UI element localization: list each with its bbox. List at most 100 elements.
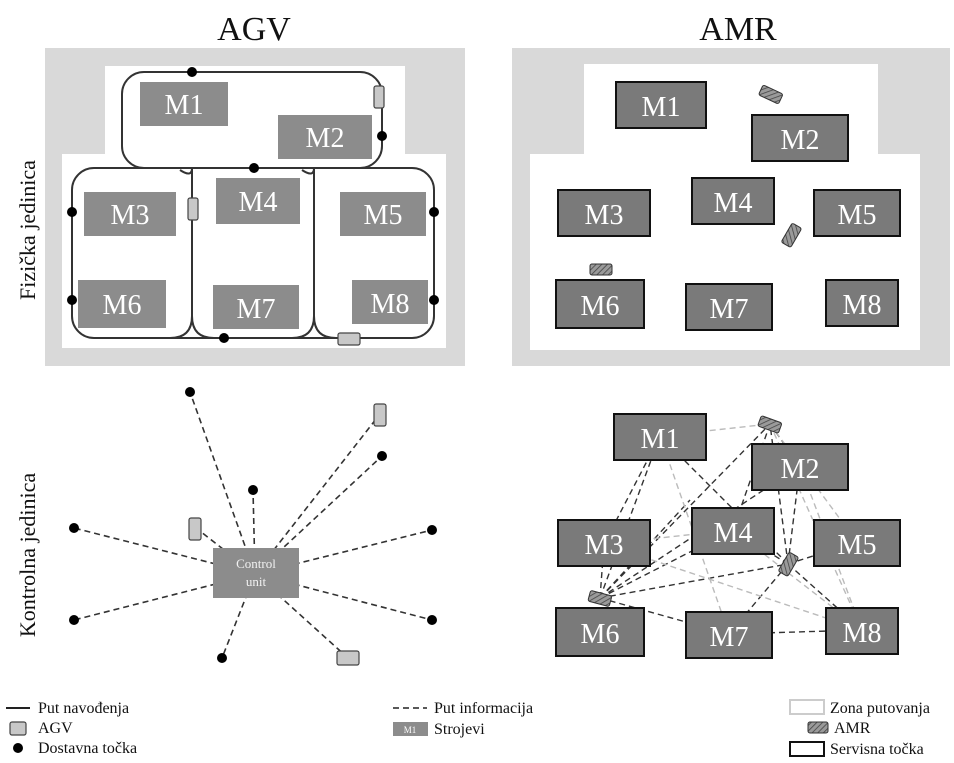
legend-machines: M1 Strojevi — [393, 721, 485, 738]
svg-text:M1: M1 — [642, 92, 681, 123]
svg-text:M7: M7 — [237, 294, 276, 325]
agv-vehicle — [373, 403, 387, 427]
amr-machine-m2: M2 — [751, 443, 849, 491]
amr-machine-m2: M2 — [751, 114, 849, 162]
agv-info-paths — [73, 391, 433, 659]
agv-machine-m1: M1 — [140, 82, 228, 126]
agv-title: AGV — [217, 11, 291, 48]
delivery-point — [217, 653, 227, 663]
svg-text:M5: M5 — [838, 530, 877, 561]
amr-robot — [781, 223, 802, 248]
delivery-point — [67, 295, 77, 305]
amr-machine-m6: M6 — [555, 607, 645, 657]
svg-text:Put informacija: Put informacija — [434, 700, 533, 717]
physical-unit-label: Fizička jedinica — [15, 160, 40, 300]
delivery-point — [248, 485, 258, 495]
agv-physical-panel: M1 M2 M3 M4 M5 M6 M7 M8 — [45, 48, 465, 366]
svg-text:M8: M8 — [371, 289, 410, 320]
agv-guide-path — [71, 71, 435, 339]
svg-text:M8: M8 — [843, 618, 882, 649]
amr-machine-m3: M3 — [557, 189, 651, 237]
agv-vehicle — [337, 332, 361, 346]
agv-machine-m8: M8 — [352, 280, 428, 324]
amr-machine-m7: M7 — [685, 283, 773, 331]
amr-robot — [758, 84, 783, 104]
delivery-point — [69, 523, 79, 533]
amr-robot — [778, 552, 799, 577]
amr-machine-m7: M7 — [685, 611, 773, 659]
svg-text:M1: M1 — [404, 725, 417, 735]
svg-text:M3: M3 — [585, 200, 624, 231]
svg-text:Control: Control — [236, 556, 276, 571]
legend: Put navođenja AGV Dostavna točka Put inf… — [6, 699, 930, 758]
svg-text:AGV: AGV — [38, 720, 73, 737]
agv-vehicle — [188, 517, 202, 541]
svg-text:M4: M4 — [714, 518, 753, 549]
amr-machine-m1: M1 — [613, 413, 707, 461]
svg-text:Dostavna točka: Dostavna točka — [38, 740, 137, 757]
svg-text:M7: M7 — [710, 622, 749, 653]
agv-machine-m4: M4 — [216, 178, 300, 224]
delivery-point — [249, 163, 259, 173]
amr-machine-m5: M5 — [813, 189, 901, 237]
amr-machine-m4: M4 — [691, 177, 775, 225]
amr-title: AMR — [699, 11, 777, 48]
svg-text:M4: M4 — [239, 187, 278, 218]
svg-text:M6: M6 — [581, 291, 620, 322]
legend-delivery-point: Dostavna točka — [13, 740, 137, 757]
svg-text:M3: M3 — [111, 200, 150, 231]
legend-guide-path: Put navođenja — [6, 700, 129, 717]
svg-text:Strojevi: Strojevi — [434, 721, 485, 738]
agv-machine-m5: M5 — [340, 192, 426, 236]
agv-machine-m3: M3 — [84, 192, 176, 236]
svg-text:M5: M5 — [838, 200, 877, 231]
amr-machine-m8: M8 — [825, 279, 899, 327]
agv-machine-m6: M6 — [78, 280, 166, 328]
delivery-point — [219, 333, 229, 343]
delivery-point — [187, 67, 197, 77]
delivery-point — [427, 525, 437, 535]
amr-machine-m8: M8 — [825, 607, 899, 655]
amr-machine-m4: M4 — [691, 507, 775, 555]
svg-text:Put navođenja: Put navođenja — [38, 700, 129, 717]
agv-control-network: Control unit — [69, 387, 437, 666]
svg-text:M2: M2 — [781, 454, 820, 485]
svg-text:unit: unit — [246, 574, 267, 589]
amr-physical-panel: M1 M2 M3 M4 M5 M6 M7 M8 — [512, 48, 950, 366]
delivery-point — [429, 295, 439, 305]
amr-robot — [757, 415, 782, 434]
agv-vehicle — [373, 85, 385, 109]
svg-text:M4: M4 — [714, 188, 753, 219]
control-unit-box: Control unit — [213, 548, 299, 598]
delivery-point — [429, 207, 439, 217]
svg-text:M6: M6 — [581, 619, 620, 650]
legend-agv: AGV — [9, 720, 73, 737]
legend-travel-zone: Zona putovanja — [789, 699, 930, 717]
control-unit-label: Kontrolna jedinica — [15, 473, 40, 638]
svg-text:AMR: AMR — [834, 720, 871, 737]
delivery-point — [377, 131, 387, 141]
svg-text:M8: M8 — [843, 290, 882, 321]
legend-info-path: Put informacija — [393, 700, 533, 717]
svg-text:M6: M6 — [103, 290, 142, 321]
amr-robot — [587, 590, 612, 607]
agv-machine-m2: M2 — [278, 115, 372, 159]
svg-text:M1: M1 — [641, 424, 680, 455]
svg-text:M2: M2 — [781, 125, 820, 156]
agv-vehicle — [336, 650, 360, 666]
delivery-point — [67, 207, 77, 217]
agv-machine-m7: M7 — [213, 285, 299, 329]
svg-text:M7: M7 — [710, 294, 749, 325]
amr-machine-m5: M5 — [813, 519, 901, 567]
amr-machine-m1: M1 — [615, 81, 707, 129]
delivery-point — [185, 387, 195, 397]
amr-robot — [589, 263, 613, 276]
svg-text:M3: M3 — [585, 530, 624, 561]
delivery-point — [377, 451, 387, 461]
amr-control-network: M1 M2 M3 M4 M5 M6 M7 M8 — [555, 413, 901, 659]
svg-text:M5: M5 — [364, 200, 403, 231]
legend-amr: AMR — [807, 720, 871, 737]
svg-text:M2: M2 — [306, 123, 345, 154]
amr-machine-m3: M3 — [557, 519, 651, 567]
svg-text:Zona putovanja: Zona putovanja — [830, 700, 930, 717]
